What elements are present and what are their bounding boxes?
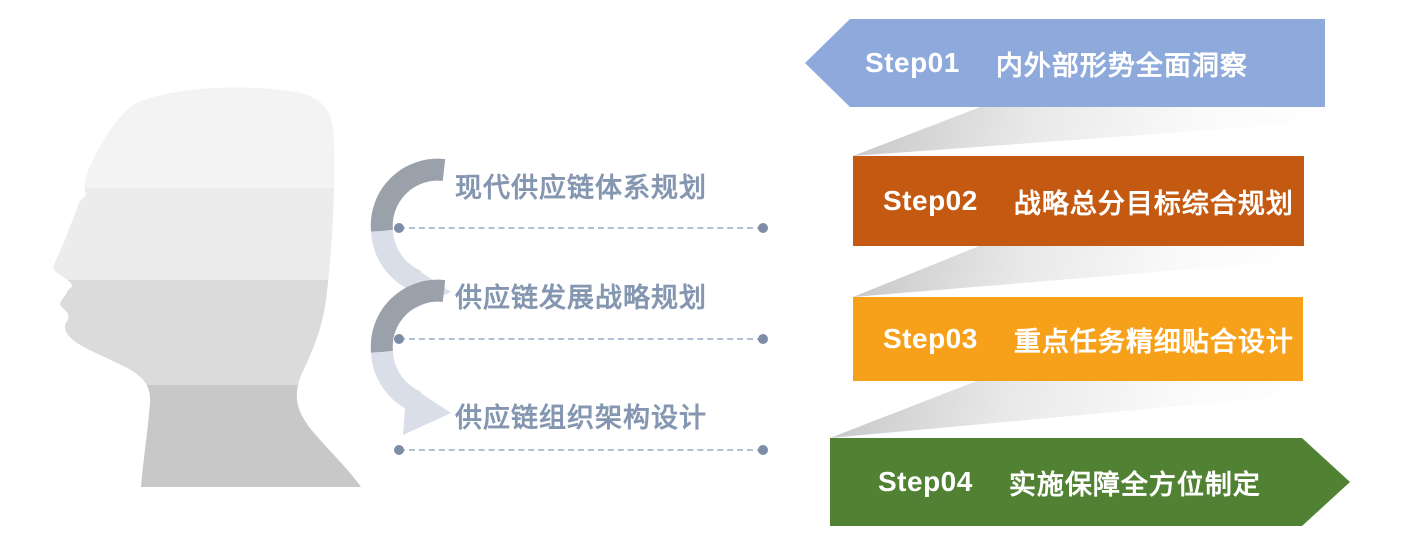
step-number: Step04 — [878, 466, 973, 497]
head-band — [53, 280, 362, 385]
connector-dot — [394, 445, 404, 455]
middle-label-3: 供应链组织架构设计 — [455, 403, 707, 433]
middle-label-1: 现代供应链体系规划 — [455, 173, 707, 203]
arrow-arc-dark — [370, 279, 446, 354]
step-title: 内外部形势全面洞察 — [995, 50, 1248, 81]
step-number: Step02 — [883, 185, 978, 216]
step-number: Step01 — [865, 47, 960, 78]
head-band — [53, 87, 362, 188]
arrowhead — [403, 384, 451, 435]
step-banner-3: Step03 重点任务精细贴合设计 — [853, 297, 1303, 381]
step-title: 重点任务精细贴合设计 — [1013, 326, 1294, 357]
connector-dot — [394, 334, 404, 344]
head-silhouette-icon — [53, 87, 362, 488]
dotted-connector-3 — [394, 445, 768, 455]
dotted-connector-1 — [394, 223, 768, 233]
connector-dot — [758, 223, 768, 233]
head-band — [53, 385, 362, 488]
connector-dot — [758, 445, 768, 455]
middle-label-2: 供应链发展战略规划 — [455, 283, 707, 313]
connector-dot — [394, 223, 404, 233]
arrow-arc-dark — [370, 158, 446, 233]
head-band — [53, 188, 362, 280]
connector-dot — [758, 334, 768, 344]
curved-arrow-2-icon — [370, 279, 451, 435]
step-banner-2: Step02 战略总分目标综合规划 — [853, 156, 1304, 246]
step-title: 战略总分目标综合规划 — [1013, 188, 1294, 219]
step-banner-4: Step04 实施保障全方位制定 — [830, 438, 1350, 526]
dotted-connector-2 — [394, 334, 768, 344]
step-number: Step03 — [883, 323, 978, 354]
step-title: 实施保障全方位制定 — [1008, 469, 1261, 500]
step-banner-1: Step01 内外部形势全面洞察 — [805, 19, 1325, 107]
